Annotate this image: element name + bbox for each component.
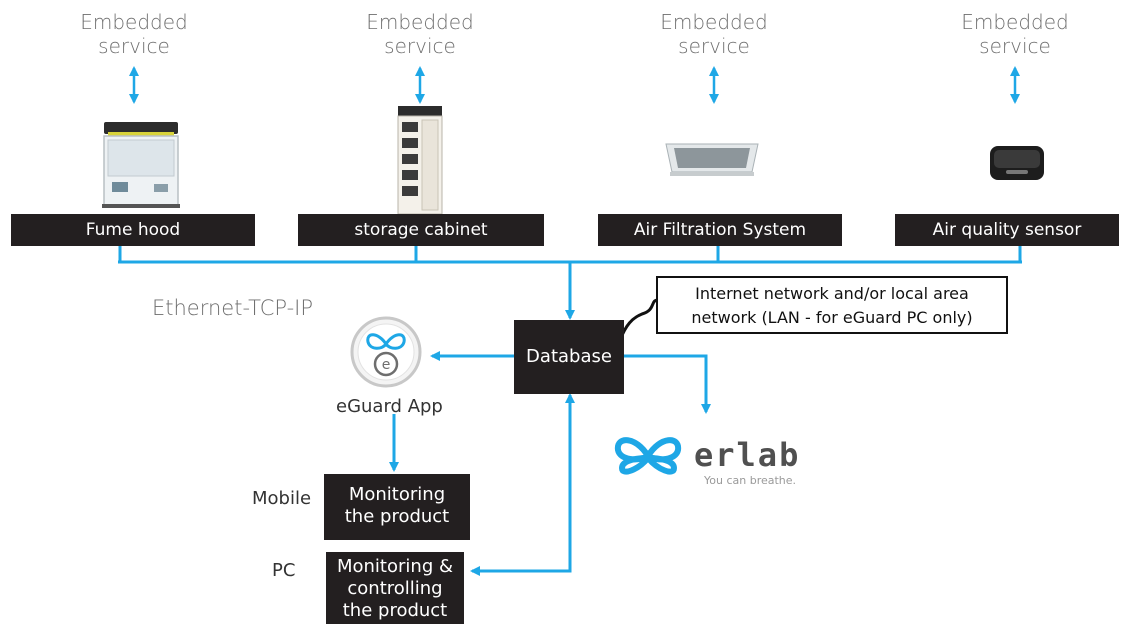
service-line1: Embedded <box>961 10 1069 34</box>
pc-box-line1: Monitoring & <box>336 556 453 577</box>
erlab-wordmark: erlab <box>694 436 801 474</box>
mobile-monitoring-box: Monitoring the product <box>324 474 470 540</box>
embedded-service-label: Embedded service <box>340 10 500 58</box>
pc-box-line3: the product <box>342 600 448 621</box>
service-line2: service <box>98 34 170 58</box>
ethernet-label: Ethernet-TCP-IP <box>152 296 314 320</box>
erlab-tagline: You can breathe. <box>704 474 797 487</box>
erlab-butterfly-logo <box>614 437 682 475</box>
embedded-service-label: Embedded service <box>935 10 1095 58</box>
device-bar-air-quality-sensor: Air quality sensor <box>895 214 1119 246</box>
internet-network-box: Internet network and/or local area netwo… <box>656 276 1008 334</box>
database-to-erlab-arrow <box>624 354 711 414</box>
air-filtration-image <box>665 143 759 176</box>
pc-box-line2: controlling <box>347 578 443 599</box>
pc-label: PC <box>272 560 296 581</box>
device-bar-storage-cabinet: storage cabinet <box>298 214 544 246</box>
mobile-box-line1: Monitoring <box>348 484 446 505</box>
mobile-label: Mobile <box>252 488 312 509</box>
mobile-box-line2: the product <box>344 506 450 527</box>
storage-cabinet-image <box>397 106 443 215</box>
service-line2: service <box>384 34 456 58</box>
embedded-service-label: Embedded service <box>634 10 794 58</box>
device-label: Air quality sensor <box>932 220 1082 240</box>
pc-monitoring-controlling-box: Monitoring & controlling the product <box>326 552 464 624</box>
fume-hood-image <box>102 122 180 208</box>
eguard-icon-letter: e <box>382 357 391 373</box>
device-label: Air Filtration System <box>633 220 807 240</box>
service-line1: Embedded <box>80 10 188 34</box>
eguard-app-label: eGuard App <box>336 396 443 417</box>
service-line1: Embedded <box>660 10 768 34</box>
service-line2: service <box>678 34 750 58</box>
device-label: Fume hood <box>85 220 181 240</box>
pc-database-arrow <box>470 393 575 576</box>
device-bar-air-filtration: Air Filtration System <box>598 214 842 246</box>
air-quality-sensor-image <box>990 146 1044 180</box>
internet-line2: network (LAN - for eGuard PC only) <box>691 308 973 327</box>
service-line1: Embedded <box>366 10 474 34</box>
device-label: storage cabinet <box>354 220 488 240</box>
internet-line1: Internet network and/or local area <box>695 284 969 303</box>
network-cable <box>618 298 659 341</box>
eguard-app-icon: e <box>350 316 422 388</box>
service-line2: service <box>979 34 1051 58</box>
database-label: Database <box>526 346 612 367</box>
embedded-service-label: Embedded service <box>54 10 214 58</box>
device-bar-fume-hood: Fume hood <box>11 214 255 246</box>
database-box: Database <box>514 320 624 394</box>
